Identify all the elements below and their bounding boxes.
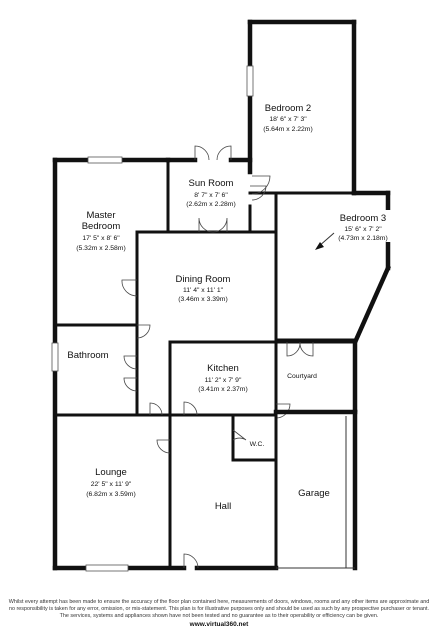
kitchen-dimensions-metric: (3.41m x 2.37m) bbox=[198, 386, 247, 393]
bedroom-3-dimensions-metric: (4.73m x 2.18m) bbox=[338, 235, 387, 242]
dining-door-right bbox=[212, 217, 228, 233]
dining-room-name: Dining Room bbox=[176, 274, 231, 285]
courtyard-walls bbox=[275, 339, 358, 419]
website-link[interactable]: www.virtual360.net bbox=[189, 620, 249, 628]
bathroom-name: Bathroom bbox=[67, 350, 108, 361]
master-bedroom-dimensions-metric: (5.32m x 2.58m) bbox=[76, 245, 125, 252]
dining-room-dimensions: 11' 4" x 11' 1" bbox=[183, 287, 224, 294]
courtyard-door-left bbox=[286, 341, 301, 357]
bedroom-2-door bbox=[251, 175, 271, 195]
bedroom-3-label-bg bbox=[335, 210, 391, 242]
kitchen-name: Kitchen bbox=[207, 363, 239, 374]
bedroom-2-dimensions: 18' 6" x 7' 3" bbox=[269, 116, 307, 123]
disclaimer-text: Whilst every attempt has been made to en… bbox=[8, 599, 430, 620]
bathroom-window bbox=[51, 342, 59, 372]
master-bedroom-dimensions: 17' 5" x 8' 6" bbox=[82, 235, 120, 242]
bedroom-2-walls bbox=[246, 19, 357, 196]
front-door bbox=[183, 553, 199, 569]
master-bedroom-window bbox=[87, 156, 123, 164]
master-bedroom-door bbox=[121, 279, 138, 297]
sun-room-dimensions: 8' 7" x 7' 6" bbox=[194, 192, 228, 199]
kitchen-dimensions: 11' 2" x 7' 9" bbox=[205, 377, 242, 384]
lounge-dimensions-metric: (6.82m x 3.59m) bbox=[86, 491, 135, 498]
dining-door-left bbox=[198, 217, 214, 233]
lounge-door bbox=[156, 439, 171, 454]
master-bedroom-name-2: Bedroom bbox=[82, 221, 121, 232]
bathroom-door-top bbox=[136, 324, 151, 339]
bedroom-2-window bbox=[246, 65, 254, 97]
bedroom-2-dimensions-metric: (5.64m x 2.22m) bbox=[263, 126, 312, 133]
central-walls bbox=[53, 323, 278, 570]
courtyard-name: Courtyard bbox=[287, 373, 317, 380]
garage-name: Garage bbox=[298, 488, 330, 499]
credit-line: www.virtual360.net bbox=[6, 621, 432, 628]
lounge-name: Lounge bbox=[95, 467, 127, 478]
master-bedroom-name-1: Master bbox=[86, 210, 115, 221]
floor-plan: Bedroom 2 18' 6" x 7' 3" (5.64m x 2.22m)… bbox=[51, 19, 391, 572]
room-labels: Bedroom 2 18' 6" x 7' 3" (5.64m x 2.22m)… bbox=[67, 103, 391, 512]
lounge-window bbox=[85, 564, 129, 572]
bathroom-door-lower bbox=[123, 377, 138, 392]
sun-room-side-door bbox=[250, 185, 267, 201]
main-house-walls bbox=[51, 156, 278, 571]
sun-room-name: Sun Room bbox=[189, 178, 234, 189]
disclaimer-footer: Whilst every attempt has been made to en… bbox=[6, 599, 432, 628]
sun-room-walls bbox=[165, 145, 267, 234]
lounge-dimensions: 22' 5" x 11' 9" bbox=[91, 481, 132, 488]
lower-walls bbox=[231, 409, 358, 571]
dining-room-dimensions-metric: (3.46m x 3.39m) bbox=[178, 296, 227, 303]
bedroom-3-pointer-head bbox=[315, 242, 324, 250]
wc-name: W.C. bbox=[250, 441, 265, 448]
wc-door bbox=[232, 429, 247, 441]
bedroom-3-dimensions: 15' 6" x 7' 2" bbox=[344, 226, 382, 233]
hall-name: Hall bbox=[215, 501, 231, 512]
bedroom-2-name: Bedroom 2 bbox=[265, 103, 311, 114]
lounge-top-door bbox=[149, 402, 163, 416]
bedroom-3-name: Bedroom 3 bbox=[340, 213, 386, 224]
bathroom-door bbox=[123, 355, 138, 370]
kitchen-door bbox=[183, 401, 198, 416]
sun-room-dimensions-metric: (2.62m x 2.28m) bbox=[186, 201, 235, 208]
sun-room-door-left bbox=[194, 145, 210, 161]
bottom-walls bbox=[52, 553, 355, 572]
courtyard-door-right bbox=[299, 341, 314, 357]
sun-room-door-right bbox=[216, 145, 232, 161]
